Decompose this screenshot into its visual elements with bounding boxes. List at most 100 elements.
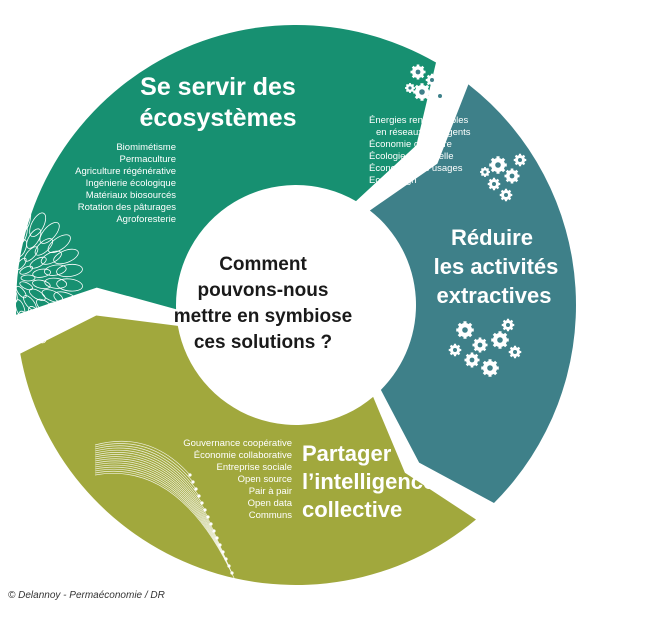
gear-icon (405, 83, 415, 93)
gear-icon (472, 337, 488, 353)
network-arc (94, 458, 215, 532)
gear-icon (456, 321, 474, 339)
network-node (197, 494, 201, 498)
flower-petal (41, 289, 64, 303)
flower-petal (2, 253, 10, 268)
flower-petal (0, 206, 3, 233)
ecosystems-title-line-1: Se servir des (140, 73, 296, 101)
flower-petal (44, 264, 67, 276)
center-question-line-1: Comment (219, 254, 307, 275)
flower-petal (32, 279, 51, 290)
flower-petal (29, 212, 47, 238)
flower-petal (56, 278, 83, 292)
gears-icon (405, 64, 527, 377)
ecosystems-item: Matériaux biosourcés (86, 190, 177, 201)
ecosystems-item: Agriculture régénérative (75, 166, 176, 177)
collective-item: Gouvernance coopérative (183, 438, 292, 449)
network-arc (94, 460, 218, 539)
extractive-item: en réseaux intelligents (376, 127, 471, 138)
network-arc (94, 464, 224, 553)
network-arc (94, 447, 200, 497)
flower-petal (3, 220, 15, 244)
flower-petal (5, 312, 17, 336)
gear-icon (448, 343, 462, 357)
network-arc (94, 462, 221, 546)
flower-petal (26, 228, 42, 249)
gear-icon (513, 153, 527, 167)
collective-title-line-3: collective (302, 497, 402, 522)
flower-petal (0, 323, 3, 350)
flower-petal (2, 288, 10, 303)
network-arc (94, 454, 209, 518)
network-node (233, 578, 237, 582)
ecosystems-item: Permaculture (120, 154, 177, 165)
flower-petal (15, 222, 28, 245)
extractive-title-line-1: Réduire (451, 225, 533, 250)
network-arc (94, 445, 197, 490)
segment-ecosystems (15, 24, 436, 315)
segment-extractive (369, 84, 576, 503)
gear-icon (433, 89, 447, 103)
gear-icon (501, 318, 515, 332)
flower-petal (4, 300, 14, 320)
flower-petal (15, 285, 27, 299)
network-arc (94, 466, 227, 560)
gear-icon (499, 188, 513, 202)
ecosystems-item: Rotation des pâturages (78, 202, 176, 213)
flower-petal (32, 268, 51, 278)
network-arc (94, 456, 212, 525)
ecosystems-title-line-2: écosystèmes (139, 104, 296, 132)
flower-petal (47, 234, 71, 254)
flower-petal (10, 253, 18, 268)
gear-icon (487, 177, 501, 191)
network-node (191, 480, 195, 484)
collective-item: Open data (248, 498, 293, 509)
collective-item: Entreprise sociale (216, 462, 292, 473)
flower-petal (0, 298, 4, 317)
flower-petal (40, 250, 62, 265)
segment-collective (20, 315, 476, 585)
collective-item: Économie collaborative (194, 450, 292, 461)
flower-petal (39, 311, 61, 334)
flower-petal (3, 324, 17, 352)
flower-petal (0, 281, 1, 291)
flower-petal (56, 263, 83, 278)
network-icon (94, 440, 237, 582)
network-arc (94, 443, 194, 483)
gear-icon (413, 83, 431, 101)
gear-icon (481, 359, 499, 377)
credit-caption: © Delannoy - Permaéconomie / DR (8, 590, 165, 601)
flower-petal (0, 285, 5, 299)
flower-petal (15, 257, 27, 271)
ecosystems-item: Biomimétisme (116, 142, 176, 153)
flower-petal (19, 265, 34, 275)
extractive-title-line-2: les activités (434, 254, 559, 279)
network-arc (94, 440, 191, 476)
flower-petal (53, 291, 79, 307)
flower-petal (6, 236, 16, 256)
gear-icon (425, 73, 439, 87)
flower-petal (15, 299, 26, 318)
extractive-item: Eco-design (369, 175, 417, 186)
extractive-item: Écologie industrielle (369, 151, 454, 162)
network-node (188, 473, 192, 477)
ecosystems-item: Ingénierie écologique (86, 178, 176, 189)
extractive-item: Économie des usages (369, 163, 463, 174)
network-arc (94, 452, 206, 511)
extractive-title-line-3: extractives (437, 283, 552, 308)
ecosystems-item: Agroforesterie (116, 214, 176, 225)
flower-petal (36, 298, 56, 316)
flower-petal (39, 221, 60, 244)
flower-petal (0, 223, 3, 246)
collective-title-line-1: Partager (302, 441, 392, 466)
center-question-line-4: ces solutions ? (194, 332, 332, 353)
flower-petal (17, 323, 32, 350)
flower-petal (29, 318, 47, 344)
flower-petal (28, 306, 44, 326)
flower-petal (23, 295, 37, 311)
network-node (194, 487, 198, 491)
collective-title-line-2: l’intelligence (302, 469, 435, 494)
network-arc (94, 449, 203, 504)
network-arc (94, 468, 230, 567)
